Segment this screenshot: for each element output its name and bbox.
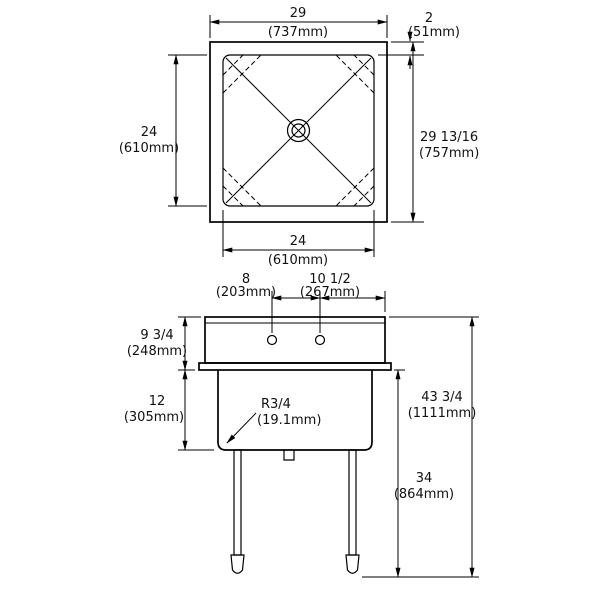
dim-overall-height: 43 3/4 (1111mm) (362, 316, 479, 578)
dim-overall-width: 29 (737mm) (209, 6, 388, 40)
faucet-hole-left (266, 334, 278, 346)
bowl-outline-plan (222, 54, 375, 207)
dim-leg-height-metric: (864mm) (394, 487, 454, 502)
dim-overall-depth-metric: (757mm) (419, 146, 479, 161)
front-view (198, 316, 392, 574)
dim-bowl-depth-front-value: 12 (149, 394, 166, 409)
dim-rim-width-metric: (51mm) (408, 25, 460, 40)
front-dimensions: 8 (203mm) 10 1/2 (267mm) 9 3/4 (248mm) 1… (124, 272, 479, 578)
dim-rim-width: 2 (51mm) (378, 11, 460, 69)
dim-overall-height-value: 43 3/4 (421, 390, 463, 405)
dim-faucet-offset-metric: (267mm) (300, 285, 360, 300)
drain (286, 118, 311, 143)
corner-hatch-marks (222, 54, 375, 207)
leg-right (348, 449, 357, 556)
leg-left (233, 449, 242, 556)
sink-lip (198, 362, 392, 371)
dim-overall-depth-value: 29 13/16 (420, 130, 478, 145)
dim-bowl-depth-front: 12 (305mm) (124, 369, 214, 451)
dim-bowl-depth-plan-value: 24 (141, 125, 158, 140)
sink-outline-plan (209, 41, 388, 223)
adjustable-foot-right (345, 554, 360, 574)
dim-faucet-spacing-value: 8 (242, 272, 250, 287)
dim-leg-height: 34 (864mm) (394, 369, 454, 578)
bowl-front-profile (217, 370, 373, 451)
dim-bowl-depth-plan: 24 (610mm) (119, 54, 207, 207)
dim-faucet-spacing: 8 (203mm) (216, 272, 321, 333)
dim-bowl-depth-front-metric: (305mm) (124, 410, 184, 425)
dim-overall-width-metric: (737mm) (268, 25, 328, 40)
dim-faucet-offset-value: 10 1/2 (309, 272, 351, 287)
drain-outlet (283, 450, 295, 461)
dim-apron-height: 9 3/4 (248mm) (127, 316, 201, 371)
dim-overall-width-value: 29 (290, 6, 307, 21)
dim-apron-height-value: 9 3/4 (140, 328, 173, 343)
dim-overall-height-metric: (1111mm) (408, 406, 477, 421)
dim-leg-height-value: 34 (416, 471, 433, 486)
dim-bowl-width-value: 24 (290, 234, 307, 249)
plan-view (209, 41, 388, 223)
leader-corner-radius: R3/4 (19.1mm) (226, 397, 321, 444)
dim-corner-radius-metric: (19.1mm) (257, 413, 321, 428)
dim-rim-width-value: 2 (425, 11, 433, 26)
adjustable-foot-left (230, 554, 245, 574)
plan-dimensions: 29 (737mm) 2 (51mm) 29 13/16 (757mm) 24 … (119, 6, 479, 268)
dim-apron-height-metric: (248mm) (127, 344, 187, 359)
dim-overall-depth: 29 13/16 (757mm) (391, 41, 479, 223)
dim-bowl-width-metric: (610mm) (268, 253, 328, 268)
dim-faucet-offset: 10 1/2 (267mm) (300, 272, 386, 312)
faucet-hole-right (314, 334, 326, 346)
dim-bowl-depth-plan-metric: (610mm) (119, 141, 179, 156)
dim-faucet-spacing-metric: (203mm) (216, 285, 276, 300)
bowl-cross-lines (225, 57, 372, 204)
dim-corner-radius-value: R3/4 (261, 397, 291, 412)
dim-bowl-width: 24 (610mm) (222, 210, 375, 268)
sink-apron (204, 316, 386, 364)
